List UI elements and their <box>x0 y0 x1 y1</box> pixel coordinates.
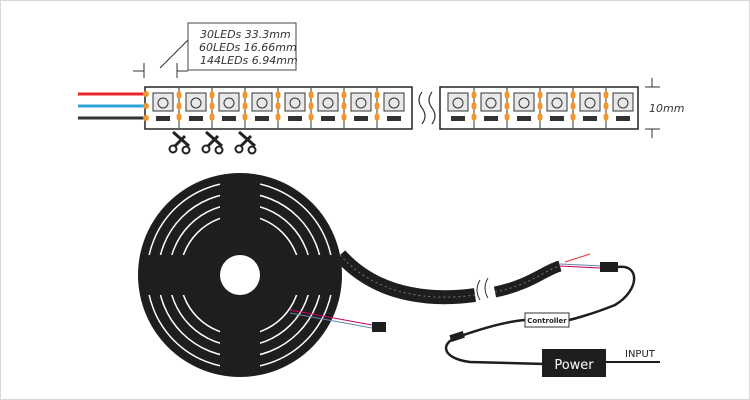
power-box: Power <box>542 349 606 377</box>
led-chip-icon <box>284 92 306 121</box>
cut-line-solder-pads <box>209 88 215 128</box>
width-dimension: 10mm <box>645 78 684 138</box>
led-reel <box>138 173 342 377</box>
led-chip-icon <box>251 92 273 121</box>
cut-line-solder-pads <box>242 88 248 128</box>
power-label: Power <box>554 358 594 373</box>
scissors-icon <box>168 130 191 155</box>
coiled-strip <box>289 250 636 332</box>
controller-wiring <box>444 318 660 366</box>
led-chip-icon <box>513 92 535 121</box>
controller-label: Controller <box>527 317 567 325</box>
cut-line-solder-pads <box>176 88 182 128</box>
led-chip-icon <box>546 92 568 121</box>
led-chip-icon <box>185 92 207 121</box>
cut-line-solder-pads <box>570 88 576 128</box>
input-wires <box>78 92 145 120</box>
strip-width-label: 10mm <box>649 102 684 115</box>
cut-line-solder-pads <box>275 88 281 128</box>
spec-callout: 30LEDs 33.3mm 60LEDs 16.66mm 144LEDs 6.9… <box>133 22 298 78</box>
led-chip-icon <box>383 92 405 121</box>
led-chip-icon <box>447 92 469 121</box>
cut-line-solder-pads <box>341 88 347 128</box>
cut-line-solder-pads <box>308 88 314 128</box>
cut-line-solder-pads <box>374 88 380 128</box>
led-chip-icon <box>218 92 240 121</box>
cut-line-solder-pads <box>504 88 510 128</box>
input-label: INPUT <box>625 349 656 360</box>
spec-line-144: 144LEDs 6.94mm <box>200 54 298 67</box>
spec-line-30: 30LEDs 33.3mm <box>200 28 291 41</box>
controller-box: Controller <box>524 312 570 328</box>
strip-break-icon <box>418 91 436 125</box>
led-chip-icon <box>579 92 601 121</box>
spec-line-60: 60LEDs 16.66mm <box>199 41 297 54</box>
input-pads <box>143 91 149 121</box>
led-chip-icon <box>317 92 339 121</box>
cut-line-solder-pads <box>471 88 477 128</box>
led-chip-icon <box>350 92 372 121</box>
cut-line-solder-pads <box>603 88 609 128</box>
scissors-icon <box>201 130 224 155</box>
cut-line-solder-pads <box>537 88 543 128</box>
led-chip-icon <box>480 92 502 121</box>
scissors-icon <box>234 130 257 155</box>
led-chip-icon <box>152 92 174 121</box>
led-chip-icon <box>612 92 634 121</box>
